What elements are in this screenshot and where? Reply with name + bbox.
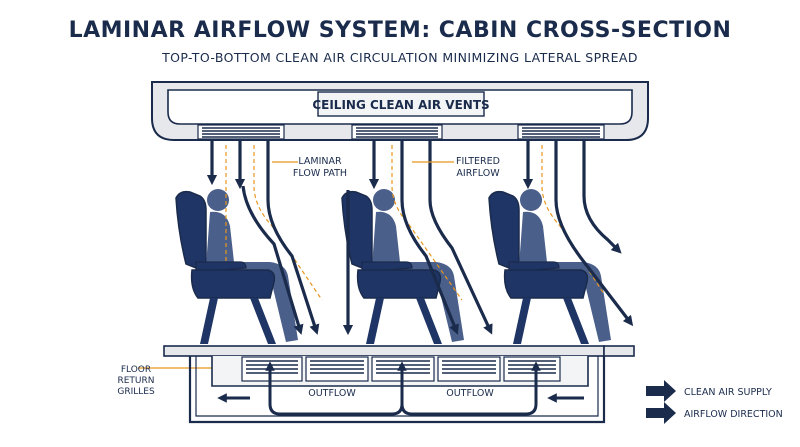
floor-label-line3: GRILLES <box>117 387 155 397</box>
floor-label-line2: RETURN <box>117 376 154 386</box>
vent-grille-left <box>197 124 285 140</box>
legend-label: CLEAN AIR SUPPLY <box>684 387 772 398</box>
laminar-label-line1: LAMINAR <box>298 156 342 167</box>
laminar-label-line2: FLOW PATH <box>293 168 347 179</box>
diagram-title: LAMINAR AIRFLOW SYSTEM: CABIN CROSS-SECT… <box>68 18 732 43</box>
floor-label-line1: FLOOR <box>121 365 151 375</box>
legend: CLEAN AIR SUPPLY AIRFLOW DIRECTION <box>646 380 783 424</box>
vent-grille-center <box>351 124 443 140</box>
seat-with-passenger <box>175 189 298 344</box>
legend-label: AIRFLOW DIRECTION <box>684 409 783 420</box>
arrow-right-icon <box>646 402 676 424</box>
arrow-right-icon <box>646 380 676 402</box>
legend-item-airflow-direction: AIRFLOW DIRECTION <box>646 402 783 424</box>
legend-item-clean-air: CLEAN AIR SUPPLY <box>646 380 772 402</box>
filtered-label-line1: FILTERED <box>456 156 500 167</box>
filtered-label-line2: AIRFLOW <box>456 168 500 179</box>
return-flow-arrows <box>217 361 584 416</box>
cabin-floor <box>163 345 635 424</box>
diagram-subtitle: TOP-TO-BOTTOM CLEAN AIR CIRCULATION MINI… <box>162 50 638 65</box>
outflow-label-left: OUTFLOW <box>308 388 356 399</box>
seat-with-passenger-right <box>488 188 612 345</box>
outflow-label-right: OUTFLOW <box>446 388 494 399</box>
ceiling-vents-label: CEILING CLEAN AIR VENTS <box>312 98 489 112</box>
vent-grille-right <box>517 124 605 140</box>
airflow-arrows <box>206 140 634 336</box>
